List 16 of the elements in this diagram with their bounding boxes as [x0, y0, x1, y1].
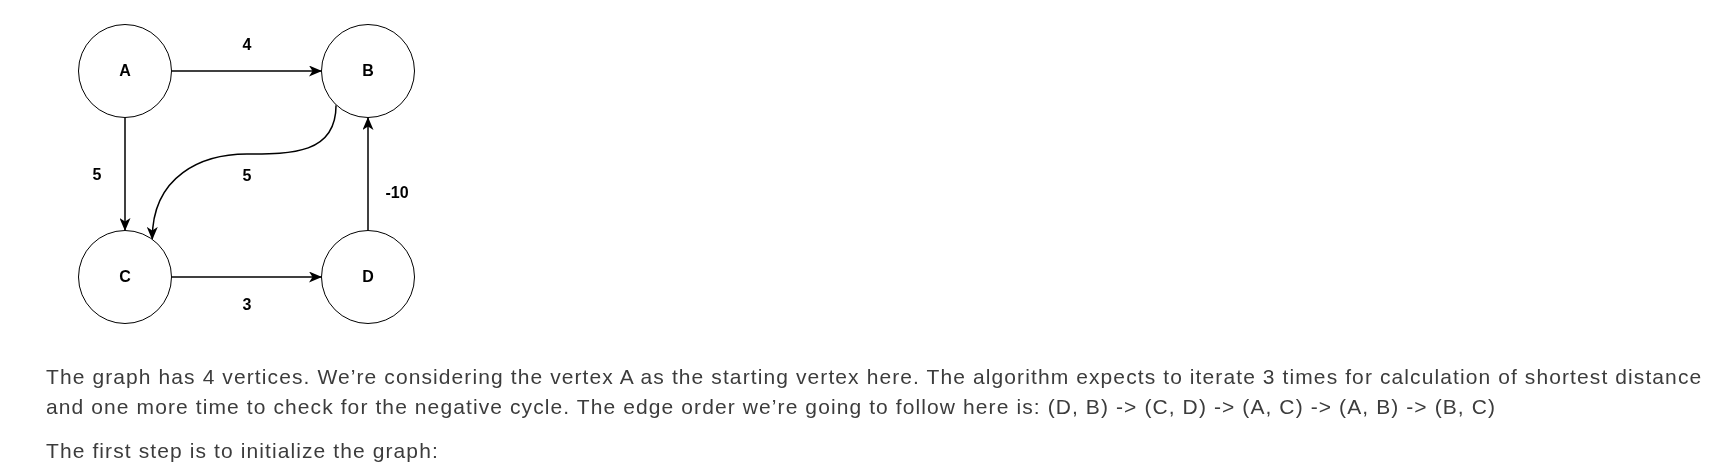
vertex-label: D [362, 269, 374, 285]
vertex-label: A [119, 63, 131, 79]
edge-label: 4 [242, 37, 252, 53]
arrow [147, 104, 337, 240]
arrow [119, 117, 131, 231]
paragraph: The first step is to initialize the graph: [46, 438, 440, 464]
arrow [171, 65, 322, 77]
arrow [171, 271, 322, 283]
edge-label: 3 [242, 297, 252, 313]
vertex-label: B [362, 63, 374, 79]
paragraph: The graph has 4 vertices. We’re considering the vertex A as the starting vertex here. The algorithm expects to iterate 3 times for calculation of shortest distance and one more time to check for the negative cycle. The edge order we’re going to follow here is: (D, B) -> (C, D) -> (A, C) -> (A, B) -> (B, C) [46, 364, 1704, 420]
edge-label: -10 [385, 185, 409, 201]
edge-label: 5 [242, 168, 252, 184]
edge-label: 5 [92, 167, 102, 183]
arrow [362, 117, 374, 231]
vertex-label: C [119, 269, 131, 285]
